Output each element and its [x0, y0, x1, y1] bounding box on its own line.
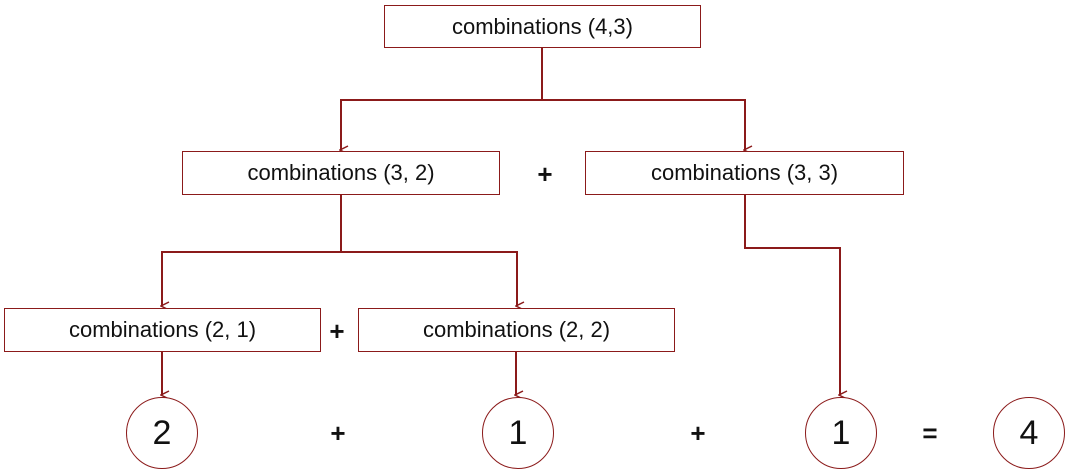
result-total-value: 4 [1019, 413, 1039, 452]
equals-operator: = [922, 417, 938, 448]
result-circle-third: 1 [805, 397, 877, 469]
result-first-value: 2 [152, 413, 172, 452]
result-circle-second: 1 [482, 397, 554, 469]
plus-operator-bottom: + [329, 315, 345, 346]
node-right-mid-label: combinations (3, 3) [650, 160, 839, 185]
edge-root-to-left-mid [341, 48, 543, 150]
edge-left-mid-to-left-bottom [162, 195, 342, 306]
plus-operator-result-2: + [690, 417, 706, 448]
plus-operator-result-1: + [330, 417, 346, 448]
node-right-bottom: combinations (2, 2) [358, 308, 675, 352]
node-left-mid: combinations (3, 2) [182, 151, 500, 195]
node-root: combinations (4,3) [384, 5, 701, 48]
node-left-bottom-label: combinations (2, 1) [68, 317, 257, 342]
node-left-mid-label: combinations (3, 2) [247, 160, 435, 185]
plus-operator-mid: + [537, 158, 553, 189]
result-circle-first: 2 [126, 397, 198, 469]
edge-right-mid-to-result-third [744, 195, 840, 395]
node-right-bottom-label: combinations (2, 2) [422, 317, 611, 342]
node-left-bottom: combinations (2, 1) [4, 308, 321, 352]
edge-left-mid-to-right-bottom [341, 251, 517, 306]
edge-root-to-right-mid [542, 99, 745, 150]
result-third-value: 1 [831, 413, 851, 452]
result-circle-total: 4 [993, 397, 1065, 469]
result-second-value: 1 [508, 413, 528, 452]
node-right-mid: combinations (3, 3) [585, 151, 904, 195]
node-root-label: combinations (4,3) [452, 13, 633, 39]
